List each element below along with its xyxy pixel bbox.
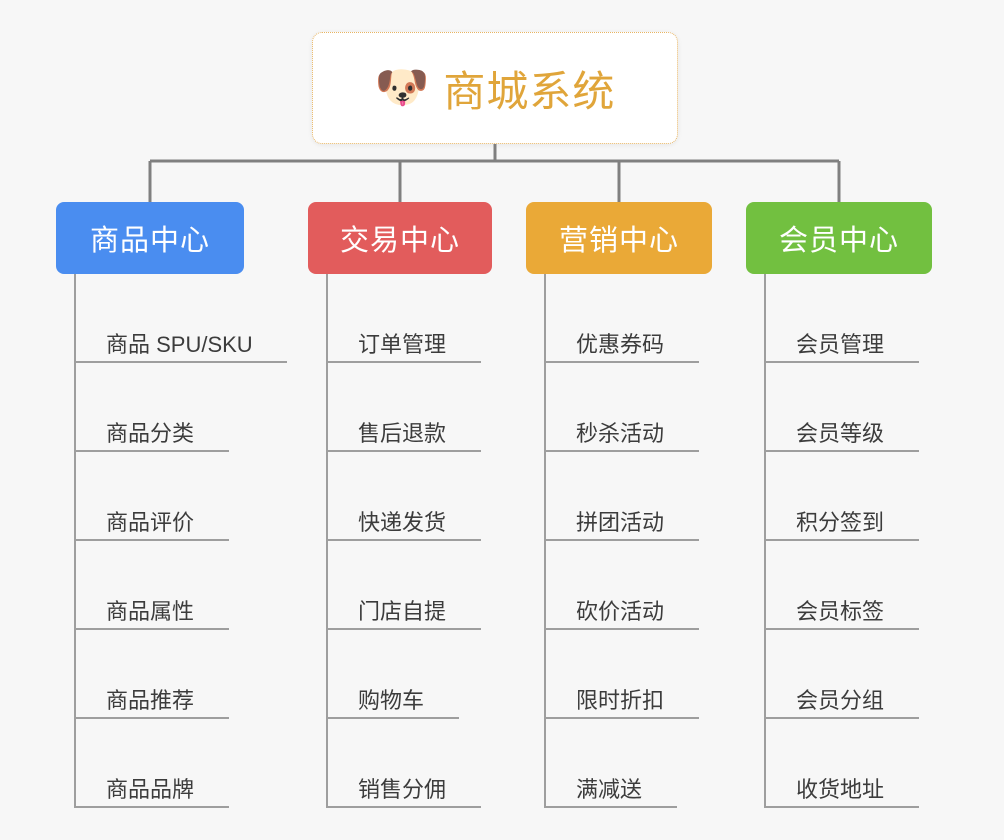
leaf-item[interactable]: 会员管理 [764, 274, 932, 363]
leaf-item[interactable]: 销售分佣 [326, 719, 492, 808]
leaf-label: 秒杀活动 [576, 420, 665, 446]
leaf-label: 购物车 [358, 687, 425, 713]
leaf-underline [74, 717, 229, 719]
leaf-item[interactable]: 收货地址 [764, 719, 932, 808]
leaf-underline [764, 450, 919, 452]
branch-header-label: 营销中心 [558, 225, 679, 257]
leaf-underline [544, 361, 699, 363]
leaf-label: 优惠券码 [576, 331, 665, 357]
branch-header-label: 交易中心 [339, 225, 460, 257]
leaf-underline [764, 717, 919, 719]
leaf-underline [544, 717, 699, 719]
leaf-item[interactable]: 优惠券码 [544, 274, 712, 363]
leaf-label: 会员等级 [796, 420, 885, 446]
leaf-item[interactable]: 限时折扣 [544, 630, 712, 719]
leaf-label: 会员标签 [796, 598, 885, 624]
leaf-label: 满减送 [576, 776, 643, 802]
branch-column-product-center: 商品中心商品 SPU/SKU 商品分类商品评价商品属性商品推荐商品品牌 [56, 202, 287, 808]
branch-column-trade-center: 交易中心订单管理售后退款快递发货门店自提购物车销售分佣 [308, 202, 492, 808]
leaf-item[interactable]: 售后退款 [326, 363, 492, 452]
leaf-underline [764, 361, 919, 363]
leaf-spine [544, 274, 546, 808]
leaf-item[interactable]: 门店自提 [326, 541, 492, 630]
branch-column-member-center: 会员中心会员管理会员等级积分签到会员标签会员分组收货地址 [746, 202, 932, 808]
leaf-item[interactable]: 快递发货 [326, 452, 492, 541]
leaf-item[interactable]: 会员分组 [764, 630, 932, 719]
leaf-item[interactable]: 商品品牌 [74, 719, 244, 808]
branch-header-label: 商品中心 [89, 225, 210, 257]
leaf-label: 限时折扣 [576, 687, 665, 713]
leaf-label: 商品属性 [106, 598, 195, 624]
branch-header-trade-center[interactable]: 交易中心 [308, 202, 492, 274]
branch-header-marketing-center[interactable]: 营销中心 [526, 202, 712, 274]
leaf-underline [326, 539, 481, 541]
branch-column-marketing-center: 营销中心优惠券码秒杀活动拼团活动砍价活动限时折扣满减送 [526, 202, 712, 808]
leaf-list-product-center: 商品 SPU/SKU 商品分类商品评价商品属性商品推荐商品品牌 [74, 274, 287, 808]
leaf-item[interactable]: 购物车 [326, 630, 492, 719]
leaf-label: 拼团活动 [576, 509, 665, 535]
leaf-item[interactable]: 会员标签 [764, 541, 932, 630]
leaf-item[interactable]: 商品属性 [74, 541, 244, 630]
leaf-spine [326, 274, 328, 808]
leaf-underline [764, 806, 919, 808]
leaf-label: 商品品牌 [106, 776, 195, 802]
leaf-underline [74, 628, 229, 630]
leaf-spine [74, 274, 76, 808]
leaf-list-marketing-center: 优惠券码秒杀活动拼团活动砍价活动限时折扣满减送 [544, 274, 712, 808]
leaf-label: 会员管理 [796, 331, 885, 357]
leaf-label: 订单管理 [358, 331, 447, 357]
leaf-list-trade-center: 订单管理售后退款快递发货门店自提购物车销售分佣 [326, 274, 492, 808]
leaf-list-member-center: 会员管理会员等级积分签到会员标签会员分组收货地址 [764, 274, 932, 808]
leaf-underline [74, 450, 229, 452]
leaf-item[interactable]: 商品分类 [74, 363, 244, 452]
leaf-label: 商品分类 [106, 420, 195, 446]
branch-header-label: 会员中心 [778, 225, 899, 257]
leaf-label: 会员分组 [796, 687, 885, 713]
leaf-item[interactable]: 会员等级 [764, 363, 932, 452]
leaf-item[interactable]: 砍价活动 [544, 541, 712, 630]
leaf-label: 商品 SPU/SKU [106, 331, 253, 357]
leaf-label: 砍价活动 [576, 598, 665, 624]
root-node-title: 商城系统 [443, 67, 616, 115]
leaf-underline [326, 628, 481, 630]
root-node-mall-system[interactable]: 🐶 商城系统 [312, 32, 678, 144]
dog-face-icon: 🐶 [374, 63, 430, 112]
leaf-underline [74, 806, 229, 808]
leaf-label: 售后退款 [358, 420, 447, 446]
leaf-underline [326, 450, 481, 452]
leaf-underline [544, 539, 699, 541]
leaf-underline [764, 628, 919, 630]
leaf-underline [326, 806, 481, 808]
leaf-item[interactable]: 满减送 [544, 719, 712, 808]
leaf-item[interactable]: 秒杀活动 [544, 363, 712, 452]
leaf-item[interactable]: 商品 SPU/SKU [74, 274, 287, 363]
leaf-label: 商品推荐 [106, 687, 195, 713]
leaf-item[interactable]: 积分签到 [764, 452, 932, 541]
branch-header-product-center[interactable]: 商品中心 [56, 202, 244, 274]
leaf-label: 收货地址 [796, 776, 885, 802]
leaf-label: 商品评价 [106, 509, 195, 535]
leaf-label: 积分签到 [796, 509, 885, 535]
leaf-item[interactable]: 订单管理 [326, 274, 492, 363]
leaf-item[interactable]: 商品评价 [74, 452, 244, 541]
leaf-underline [74, 539, 229, 541]
leaf-underline [544, 628, 699, 630]
branch-header-member-center[interactable]: 会员中心 [746, 202, 932, 274]
leaf-underline [326, 717, 459, 719]
leaf-label: 销售分佣 [358, 776, 447, 802]
leaf-underline [544, 450, 699, 452]
leaf-underline [326, 361, 481, 363]
leaf-item[interactable]: 拼团活动 [544, 452, 712, 541]
leaf-item[interactable]: 商品推荐 [74, 630, 244, 719]
leaf-label: 快递发货 [358, 509, 447, 535]
leaf-underline [544, 806, 677, 808]
leaf-label: 门店自提 [358, 598, 447, 624]
leaf-spine [764, 274, 766, 808]
leaf-underline [74, 361, 287, 363]
leaf-underline [764, 539, 919, 541]
